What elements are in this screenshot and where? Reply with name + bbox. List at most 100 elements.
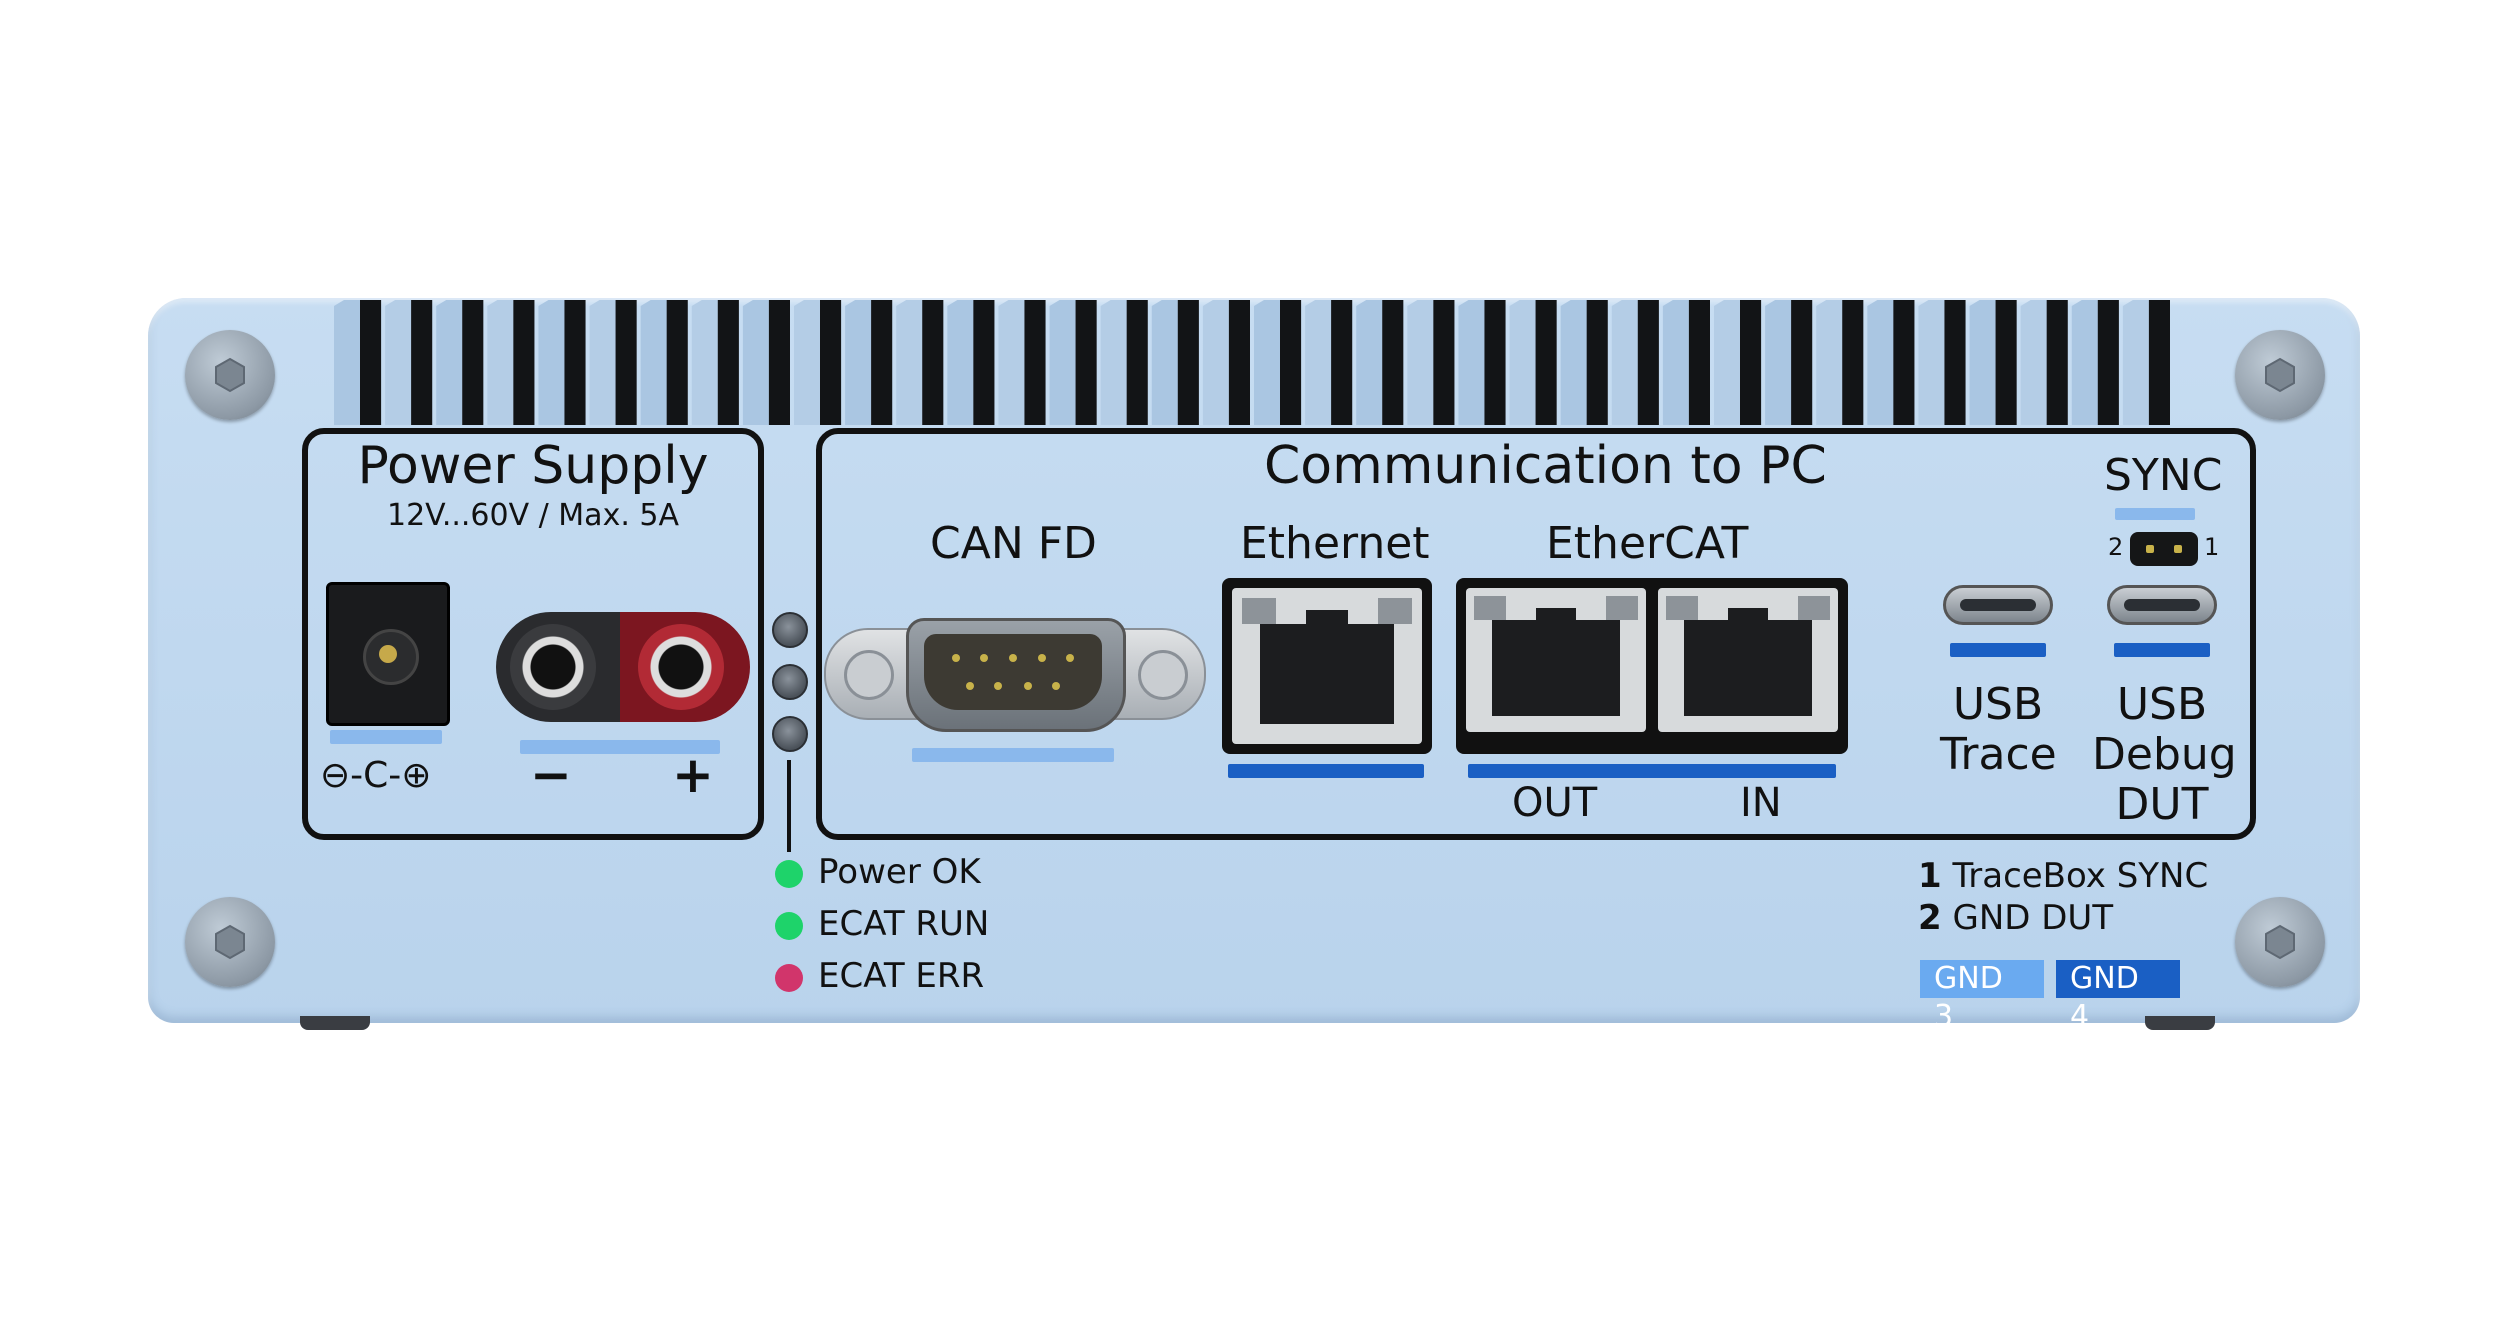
fin-gap xyxy=(1126,300,1148,425)
led-power-ok-lamp xyxy=(772,612,808,648)
usb-debug-line2: Debug xyxy=(2092,729,2237,780)
can-fd-marker xyxy=(912,748,1114,762)
fin-gap xyxy=(1484,300,1506,425)
fin xyxy=(1560,300,1587,425)
fin-gap xyxy=(973,300,995,425)
fin xyxy=(1509,300,1536,425)
fin xyxy=(1969,300,1996,425)
fin xyxy=(1151,300,1178,425)
usb-trace-port[interactable] xyxy=(1943,585,2053,625)
fin xyxy=(334,300,360,425)
communication-panel xyxy=(816,428,2256,840)
fin xyxy=(1918,300,1945,425)
fin xyxy=(1714,300,1740,425)
sync-pin-1: 1 xyxy=(2204,533,2220,561)
fin xyxy=(1458,300,1485,425)
ethercat-out-port[interactable] xyxy=(1466,588,1646,732)
fin-gap xyxy=(871,300,893,425)
foot-right xyxy=(2145,1016,2215,1030)
fin-gap xyxy=(1791,300,1813,425)
plus-label: + xyxy=(672,746,714,804)
fin-gap xyxy=(462,300,484,425)
fin-gap xyxy=(1177,300,1199,425)
legend-ecat-run: ECAT RUN xyxy=(818,904,990,944)
fin xyxy=(845,300,872,425)
fin xyxy=(1765,300,1792,425)
sync-header[interactable] xyxy=(2130,532,2198,566)
fin-gap xyxy=(1586,300,1608,425)
fin-gap xyxy=(1740,300,1762,425)
fin xyxy=(385,300,412,425)
usb-debug-marker xyxy=(2114,643,2210,657)
fin xyxy=(487,300,514,425)
ethercat-marker xyxy=(1468,764,1836,778)
ethercat-port-block xyxy=(1456,578,1848,754)
fin xyxy=(1305,300,1332,425)
ethernet-port[interactable] xyxy=(1222,578,1432,754)
fin-gap xyxy=(820,300,842,425)
sync-legend-2-text: GND DUT xyxy=(1952,898,2114,938)
led-divider xyxy=(787,760,791,852)
ethercat-label: EtherCAT xyxy=(1546,518,1749,569)
sync-marker xyxy=(2115,508,2195,520)
fin-gap xyxy=(2097,300,2119,425)
fin-gap xyxy=(1944,300,1966,425)
sync-label: SYNC xyxy=(2104,450,2223,501)
can-fd-label: CAN FD xyxy=(930,518,1097,569)
fin-gap xyxy=(1382,300,1404,425)
led-ecat-err-lamp xyxy=(772,716,808,752)
fin xyxy=(640,300,667,425)
fin xyxy=(896,300,923,425)
ethercat-in-port[interactable] xyxy=(1658,588,1838,732)
fin xyxy=(1867,300,1894,425)
legend-ecat-err: ECAT ERR xyxy=(818,956,985,996)
banana-sockets xyxy=(496,612,750,722)
sync-legend-1-num: 1 xyxy=(1918,856,1942,896)
usb-trace-line1: USB xyxy=(1952,679,2044,730)
fin-gap xyxy=(1228,300,1250,425)
legend-dot-ecat-run xyxy=(775,912,803,940)
cooling-fins xyxy=(334,300,2170,425)
socket-plus[interactable] xyxy=(638,624,724,710)
ethernet-label: Ethernet xyxy=(1240,518,1430,569)
usb-debug-label: USB Debug DUT xyxy=(2092,679,2237,830)
usb-debug-line1: USB xyxy=(2116,679,2208,730)
fin-gap xyxy=(768,300,790,425)
socket-minus[interactable] xyxy=(510,624,596,710)
fin xyxy=(691,300,718,425)
fin xyxy=(998,300,1025,425)
can-fd-connector[interactable] xyxy=(824,618,1206,732)
banana-marker xyxy=(520,740,720,754)
fin xyxy=(1100,300,1127,425)
sync-legend-1-text: TraceBox SYNC xyxy=(1952,856,2209,896)
fin-gap xyxy=(2148,300,2170,425)
fin-gap xyxy=(1995,300,2017,425)
ethercat-out-label: OUT xyxy=(1512,780,1598,826)
ethercat-in-label: IN xyxy=(1740,780,1782,826)
fin xyxy=(1407,300,1434,425)
fin xyxy=(2071,300,2098,425)
screw-top-right-icon xyxy=(2235,330,2325,420)
fin xyxy=(436,300,463,425)
usb-trace-marker xyxy=(1950,643,2046,657)
screw-top-left-icon xyxy=(185,330,275,420)
fin-gap xyxy=(1433,300,1455,425)
fin-gap xyxy=(1075,300,1097,425)
dc-jack-marker xyxy=(330,730,442,744)
fin-gap xyxy=(513,300,535,425)
fin-gap xyxy=(1535,300,1557,425)
fin xyxy=(1202,300,1229,425)
communication-title: Communication to PC xyxy=(1264,436,1827,496)
fin-gap xyxy=(360,300,382,425)
dc-barrel-jack[interactable] xyxy=(326,582,450,726)
legend-dot-power-ok xyxy=(775,860,803,888)
fin xyxy=(1254,300,1280,425)
fin-gap xyxy=(1842,300,1864,425)
led-ecat-run-lamp xyxy=(772,664,808,700)
fin xyxy=(2020,300,2047,425)
fin-gap xyxy=(717,300,739,425)
usb-debug-port[interactable] xyxy=(2107,585,2217,625)
legend-dot-ecat-err xyxy=(775,964,803,992)
fin-gap xyxy=(666,300,688,425)
fin xyxy=(1816,300,1843,425)
